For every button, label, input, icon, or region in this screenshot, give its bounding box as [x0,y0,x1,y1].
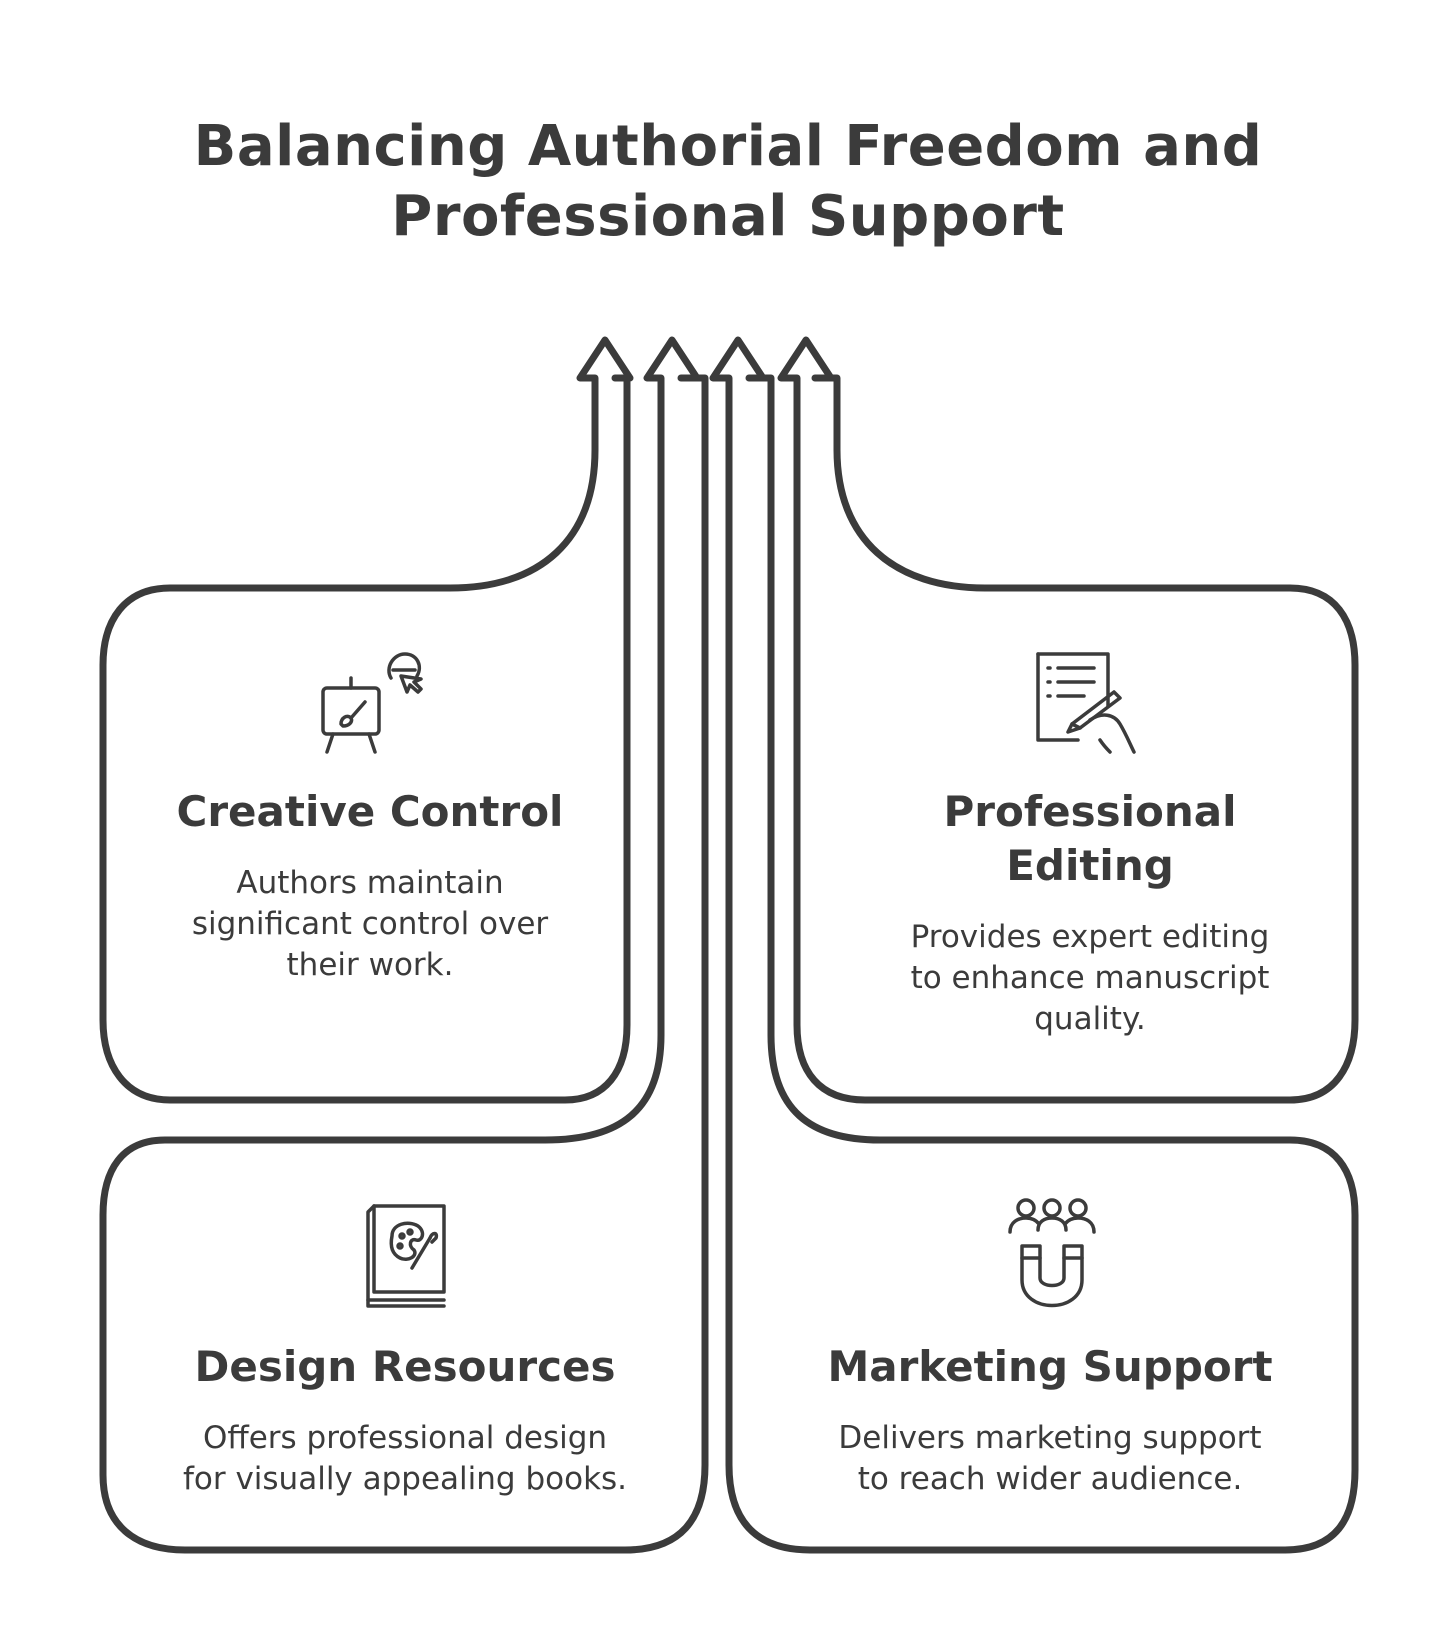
creative-control-description: Authors maintain significant control ove… [140,863,600,986]
creative-control-desc-line-2: significant control over [191,906,549,942]
marketing-support-description: Delivers marketing support to reach wide… [800,1418,1300,1500]
professional-editing-desc-line-1: Provides expert editing [910,919,1270,955]
marketing-support-desc-line-2: to reach wider audience. [857,1461,1243,1497]
design-resources-description: Offers professional design for visually … [160,1418,650,1500]
professional-editing-shape [777,336,1359,1104]
creative-control-shape [99,336,634,1104]
art-book-icon [360,1198,456,1310]
design-resources-heading: Design Resources [194,1342,616,1391]
professional-editing-desc-line-2: to enhance manuscript [910,960,1270,996]
design-resources-shape [99,336,709,1554]
marketing-support-shape [709,336,1359,1554]
design-resources-desc-line-2: for visually appealing books. [182,1461,628,1497]
title-line-1: Balancing Authorial Freedom and [193,114,1263,179]
professional-editing-description: Provides expert editing to enhance manus… [860,917,1320,1040]
easel-painting-icon [315,648,435,758]
creative-control-desc-line-3: their work. [286,947,454,983]
professional-editing-heading-line-1: Professional [943,787,1237,836]
design-resources-text: Design Resources Offers professional des… [160,1340,650,1500]
marketing-support-text: Marketing Support Delivers marketing sup… [800,1340,1300,1500]
creative-control-desc-line-1: Authors maintain [236,865,504,901]
document-editing-icon [1028,648,1148,758]
magnet-audience-icon [1004,1196,1100,1310]
title-line-2: Professional Support [391,184,1065,249]
professional-editing-heading-line-2: Editing [1006,841,1174,890]
creative-control-text: Creative Control Authors maintain signif… [140,785,600,986]
professional-editing-heading: Professional Editing [860,785,1320,893]
professional-editing-text: Professional Editing Provides expert edi… [860,785,1320,1040]
marketing-support-desc-line-1: Delivers marketing support [838,1420,1262,1456]
marketing-support-heading: Marketing Support [827,1342,1273,1391]
professional-editing-desc-line-3: quality. [1034,1001,1146,1037]
creative-control-heading: Creative Control [176,787,564,836]
page-title: Balancing Authorial Freedom and Professi… [0,112,1456,252]
design-resources-desc-line-1: Offers professional design [202,1420,608,1456]
